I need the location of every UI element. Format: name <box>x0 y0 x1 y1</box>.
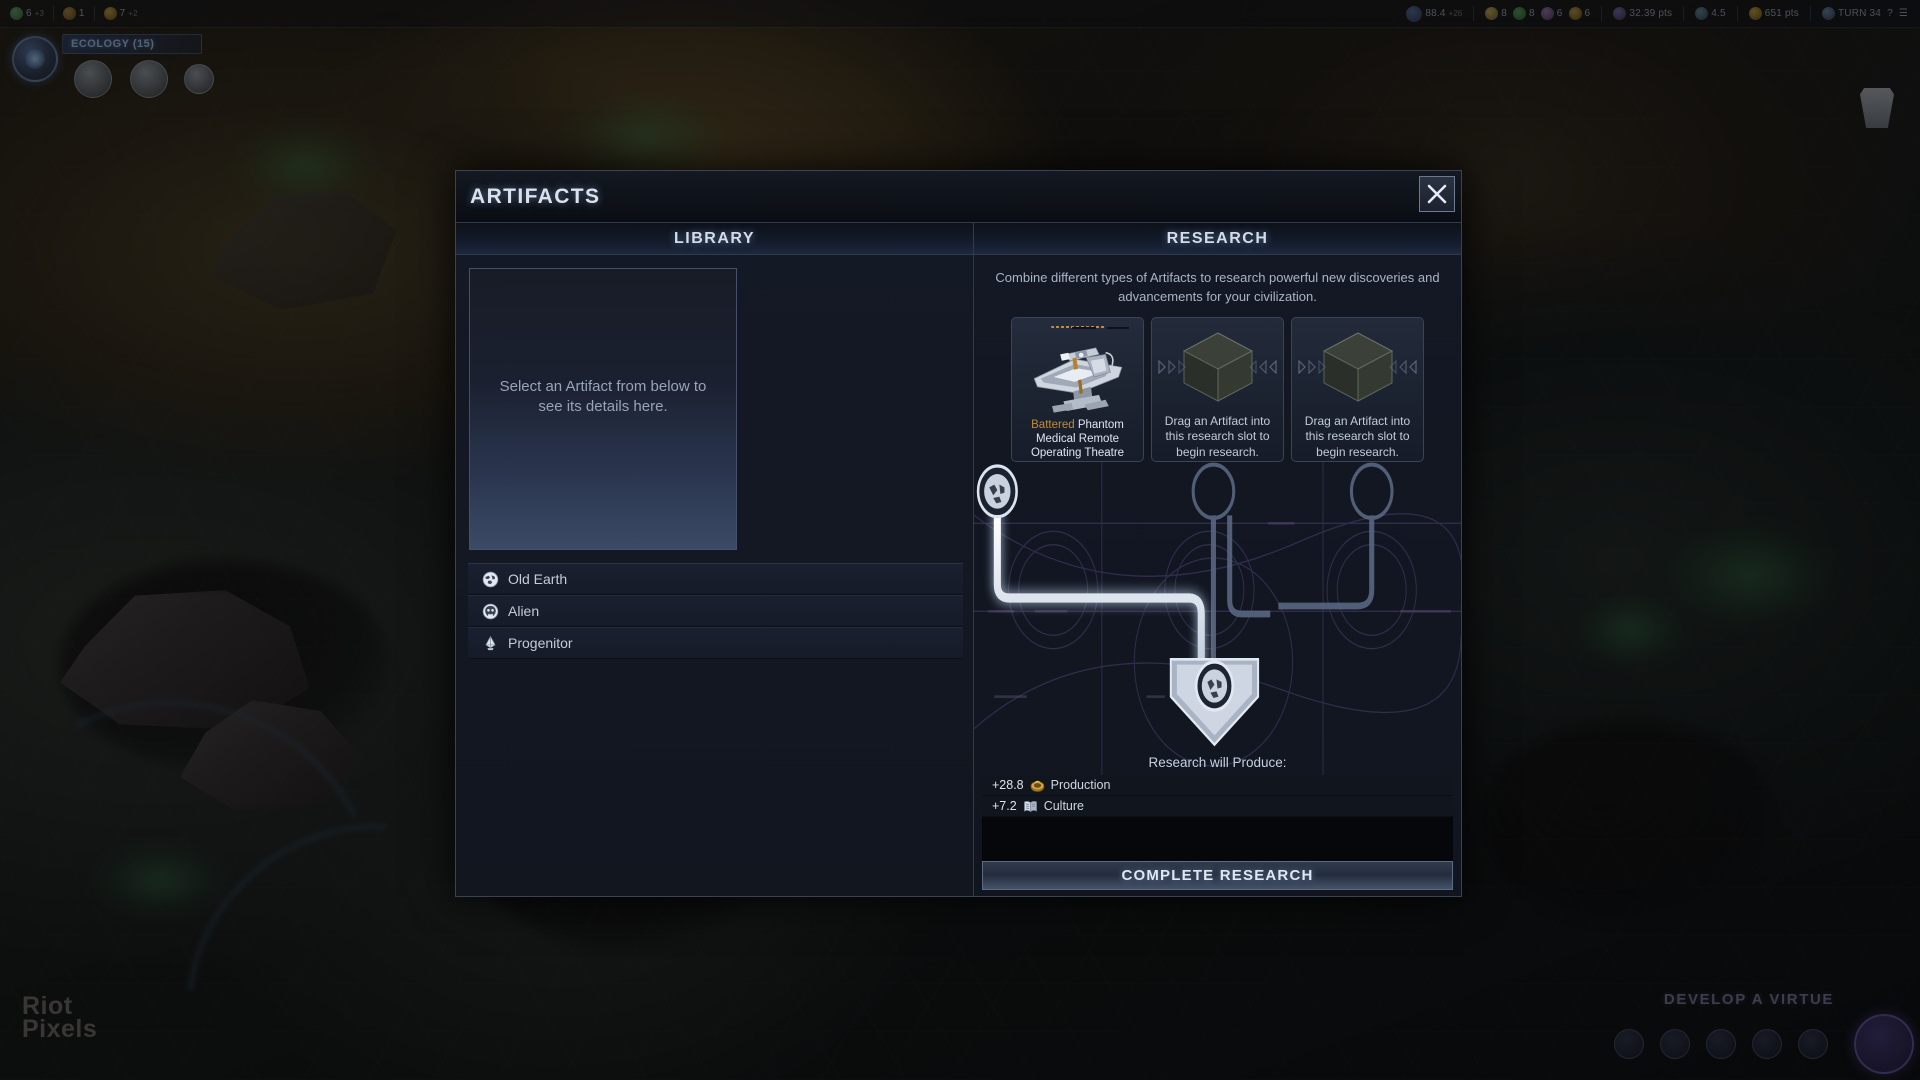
research-slot-3[interactable]: Drag an Artifact into this research slot… <box>1291 316 1424 462</box>
culture-book-icon <box>1023 800 1037 812</box>
research-slot-2[interactable]: Drag an Artifact into this research slot… <box>1151 316 1284 462</box>
dialog-body: LIBRARY Select an Artifact from below to… <box>456 223 1461 896</box>
research-pane: RESEARCH Combine different types of Arti… <box>974 223 1461 896</box>
library-header: LIBRARY <box>456 223 973 255</box>
list-item-label: Old Earth <box>508 571 568 587</box>
complete-research-button[interactable]: COMPLETE RESEARCH <box>982 861 1453 890</box>
list-item-old-earth[interactable]: Old Earth <box>468 563 963 595</box>
slot-placeholder-text: Drag an Artifact into this research slot… <box>1164 413 1271 459</box>
output-amount: +28.8 <box>992 778 1024 792</box>
output-label: Culture <box>1043 799 1084 813</box>
empty-cube-icon <box>1322 332 1393 402</box>
dialog-titlebar: ARTIFACTS <box>456 171 1461 223</box>
drop-arrows-right <box>1249 359 1277 374</box>
research-output-list: +28.8 Production +7.2 <box>974 775 1461 817</box>
empty-cube-icon <box>1182 332 1253 402</box>
drop-arrows-right <box>1389 359 1417 374</box>
production-icon <box>1030 780 1044 792</box>
list-item-alien[interactable]: Alien <box>468 595 963 627</box>
artifact-rarity: Battered <box>1031 418 1075 431</box>
research-flow-diagram: Research will Produce: <box>974 461 1461 775</box>
slot-rule <box>1107 326 1129 329</box>
page-title: ARTIFACTS <box>470 184 601 208</box>
research-description: Combine different types of Artifacts to … <box>995 270 1440 304</box>
artifact-title: Phantom Medical Remote Operating Theatre <box>1030 418 1125 460</box>
research-slot-1[interactable]: Battered Phantom Medical Remote Operatin… <box>1011 316 1144 462</box>
empty-slot-graphic <box>1152 324 1283 410</box>
close-icon <box>1427 184 1447 204</box>
output-empty-space <box>982 817 1453 861</box>
produce-label: Research will Produce: <box>1148 755 1287 770</box>
research-slot-row: Battered Phantom Medical Remote Operatin… <box>974 316 1461 462</box>
list-item-label: Progenitor <box>508 635 573 651</box>
diagram-graphics <box>974 461 1461 775</box>
preview-placeholder-text: Select an Artifact from below to see its… <box>499 377 707 415</box>
artifacts-dialog: ARTIFACTS LIBRARY Select an Artifact fro… <box>455 170 1462 897</box>
close-button[interactable] <box>1419 176 1455 212</box>
library-preview-wrap: Select an Artifact from below to see its… <box>456 255 973 550</box>
output-row-culture: +7.2 Culture <box>982 796 1453 817</box>
artifact-category-list: Old Earth Alien <box>456 563 973 659</box>
drop-arrows-left <box>1158 359 1186 374</box>
output-label: Production <box>1050 778 1111 792</box>
list-item-progenitor[interactable]: Progenitor <box>468 627 963 659</box>
artifact-detail-preview: Select an Artifact from below to see its… <box>469 268 737 550</box>
alien-skull-icon <box>482 603 499 619</box>
list-item-label: Alien <box>508 603 540 619</box>
slot-placeholder-text: Drag an Artifact into this research slot… <box>1304 413 1411 459</box>
research-header: RESEARCH <box>974 223 1461 255</box>
medical-operating-table-icon <box>1033 347 1122 414</box>
empty-slot-graphic <box>1292 324 1423 410</box>
progenitor-crystal-icon <box>485 635 496 650</box>
output-amount: +7.2 <box>992 799 1017 813</box>
drop-arrows-left <box>1298 359 1326 374</box>
slot-rule <box>1072 326 1096 329</box>
old-earth-globe-icon <box>482 571 499 587</box>
output-row-production: +28.8 Production <box>982 775 1453 796</box>
library-pane: LIBRARY Select an Artifact from below to… <box>456 223 974 896</box>
artifact-name: Battered Phantom Medical Remote Operatin… <box>1012 418 1143 461</box>
